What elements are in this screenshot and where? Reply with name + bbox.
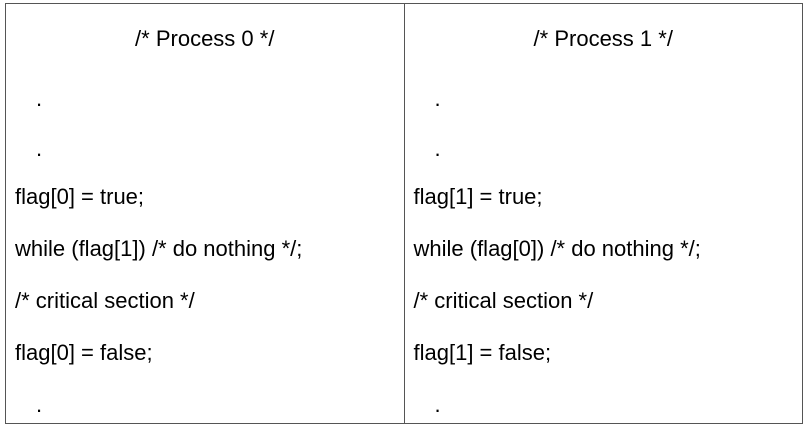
process-1-ellipsis-2: . [434, 136, 441, 161]
process-0-ellipsis-2: . [36, 136, 43, 161]
process-0-ellipsis-3: . [36, 392, 43, 417]
process-0-set-flag: flag[0] = true; [15, 184, 145, 209]
process-0-while-loop: while (flag[1]) /* do nothing */; [15, 236, 303, 261]
process-1-header: /* Process 1 */ [533, 26, 673, 51]
process-0-clear-flag: flag[0] = false; [15, 340, 153, 365]
process-1-set-flag: flag[1] = true; [413, 184, 543, 209]
process-0-header: /* Process 0 */ [135, 26, 275, 51]
process-1-column: /* Process 1 */ . . flag[1] = true; whil… [403, 4, 803, 423]
process-1-ellipsis-3: . [434, 392, 441, 417]
process-0-ellipsis-1: . [36, 86, 43, 111]
process-1-while-loop: while (flag[0]) /* do nothing */; [413, 236, 701, 261]
process-1-critical-section: /* critical section */ [413, 288, 594, 313]
process-1-ellipsis-1: . [434, 86, 441, 111]
process-1-clear-flag: flag[1] = false; [413, 340, 552, 365]
process-0-column: /* Process 0 */ . . flag[0] = true; whil… [6, 4, 404, 423]
code-table: /* Process 0 */ . . flag[0] = true; whil… [5, 3, 803, 424]
process-0-critical-section: /* critical section */ [15, 288, 195, 313]
